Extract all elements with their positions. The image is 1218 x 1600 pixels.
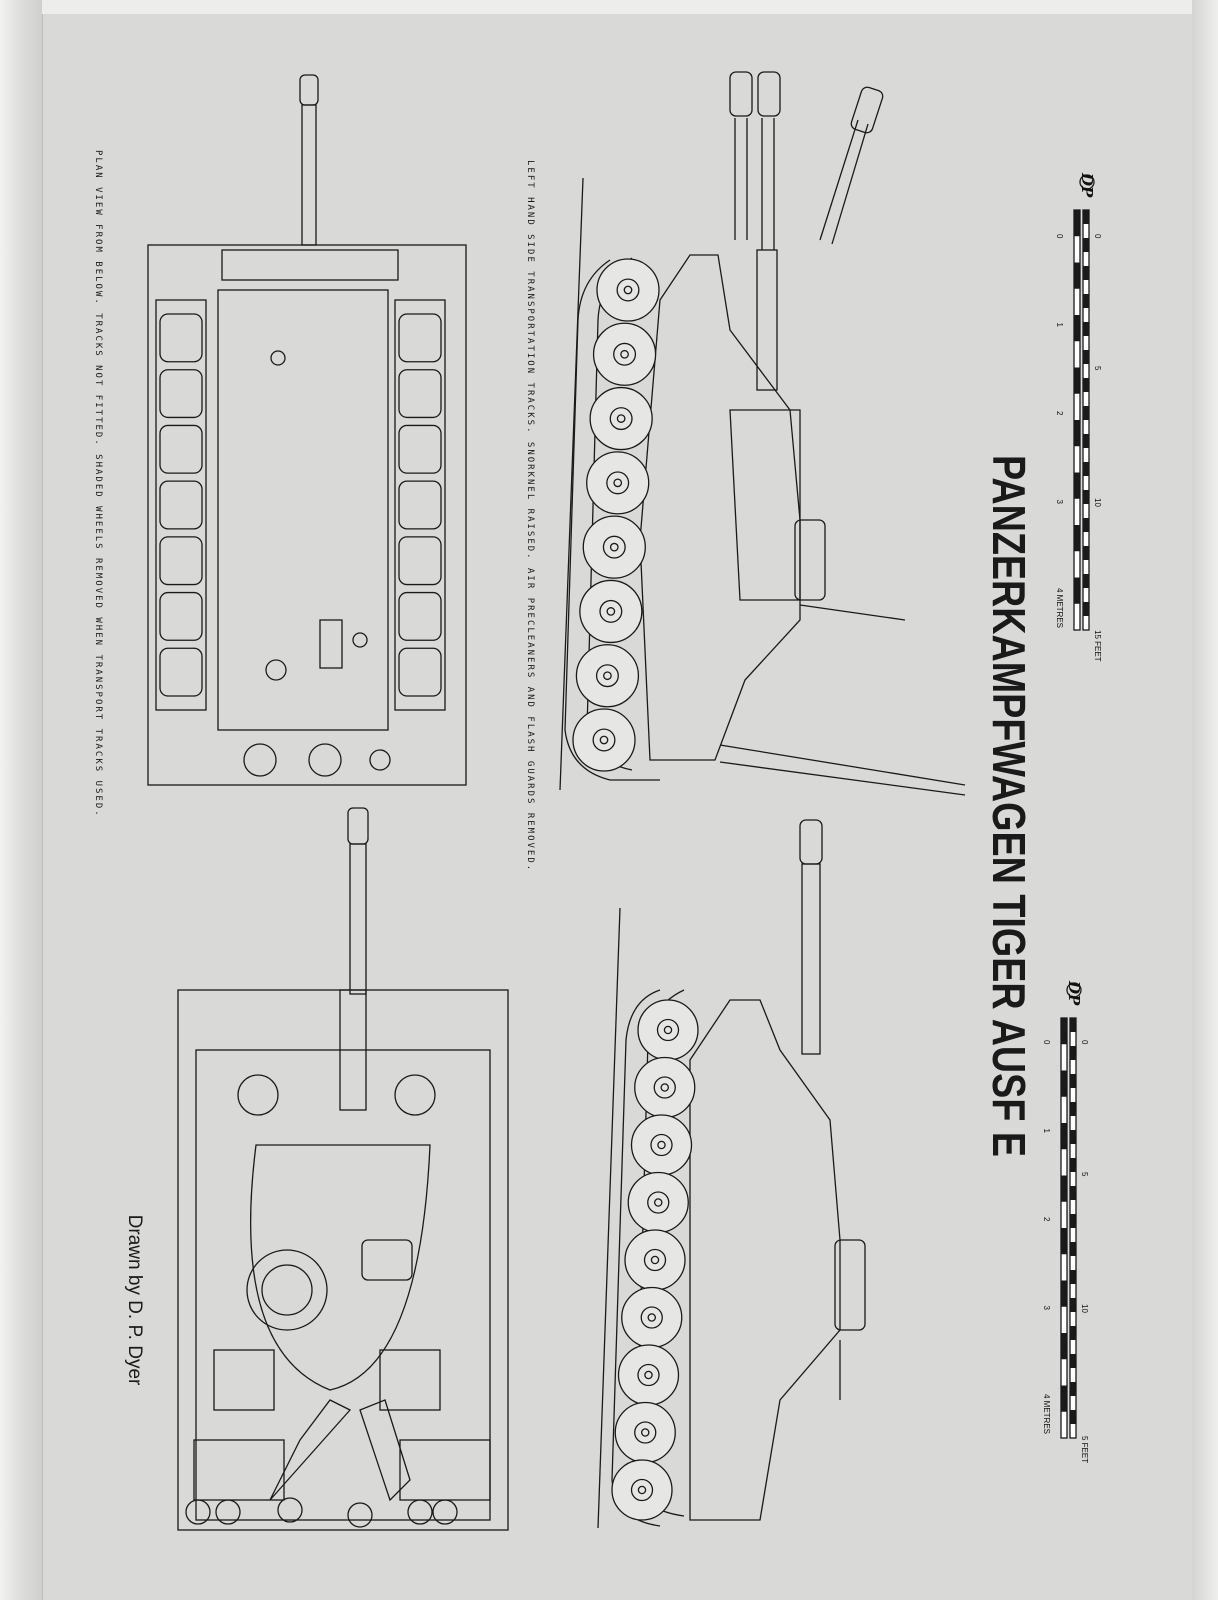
page-top-edge [42, 0, 1192, 14]
rear-disc [432, 1499, 458, 1525]
road-wheel [611, 1459, 673, 1521]
rear-disc [277, 1497, 303, 1523]
page-right-edge [1192, 0, 1218, 1600]
road-wheel [630, 1114, 693, 1176]
dp-logo-lower [1066, 982, 1082, 998]
scale-check [1083, 378, 1089, 392]
scale-check [1070, 1298, 1076, 1312]
scale-check [1074, 525, 1080, 552]
scale-check [1061, 1070, 1067, 1097]
scale-check [1074, 367, 1080, 394]
shaded-wheel [398, 647, 442, 697]
scale-check [1083, 322, 1089, 336]
shaded-wheel [159, 591, 203, 641]
scale-check [1070, 1270, 1076, 1284]
scale-check [1083, 210, 1089, 224]
shaded-wheel [159, 313, 203, 363]
shaded-wheel [398, 591, 442, 641]
shaded-wheel [159, 647, 203, 697]
plan-view-top [177, 807, 509, 1531]
scale-check [1083, 238, 1089, 252]
scale-check [1070, 1102, 1076, 1116]
scale-check [1061, 1123, 1067, 1150]
shaded-wheel [398, 536, 442, 586]
plan-view-below [147, 74, 467, 786]
scale-check [1070, 1242, 1076, 1256]
shaded-wheel [398, 369, 442, 419]
scale-check [1083, 546, 1089, 560]
scale-check [1083, 350, 1089, 364]
scale-check [1074, 472, 1080, 499]
scale-check [1083, 462, 1089, 476]
scale-check [1083, 434, 1089, 448]
shaded-wheel [398, 424, 442, 474]
scale-check [1070, 1186, 1076, 1200]
scale-check [1061, 1385, 1067, 1412]
side-view-transport [559, 71, 966, 796]
scale-check [1074, 315, 1080, 342]
scale-check [1070, 1326, 1076, 1340]
road-wheel [589, 386, 653, 451]
shaded-wheel [398, 480, 442, 530]
scale-check [1061, 1280, 1067, 1307]
page-title: PANZERKAMPFWAGEN TIGER AUSF E [983, 454, 1035, 1158]
dp-logo-upper [1079, 174, 1095, 190]
scale-check [1070, 1410, 1076, 1424]
rear-disc [215, 1499, 241, 1525]
rear-disc [407, 1499, 433, 1525]
scale-check [1074, 577, 1080, 604]
shaded-wheel [398, 313, 442, 363]
shaded-wheel [159, 369, 203, 419]
scale-check [1070, 1214, 1076, 1228]
scale-check [1070, 1074, 1076, 1088]
scale-check [1061, 1333, 1067, 1360]
scale-check [1070, 1158, 1076, 1172]
road-wheel [596, 258, 660, 322]
road-wheel [579, 579, 643, 644]
shaded-wheel [159, 424, 203, 474]
road-wheel [575, 644, 640, 708]
road-wheel [637, 999, 699, 1061]
road-wheel [624, 1229, 686, 1291]
scale-check [1070, 1382, 1076, 1396]
scale-check [1074, 420, 1080, 447]
scale-bar-lower [1060, 1017, 1077, 1439]
plan-view-caption: PLAN VIEW FROM BELOW. TRACKS NOT FITTED.… [93, 150, 103, 818]
scale-check [1061, 1018, 1067, 1045]
road-wheel [572, 708, 636, 772]
drawing-credit: Drawn by D. P. Dyer [124, 1214, 145, 1386]
side-view-caption: LEFT HAND SIDE TRANSPORTATION TRACKS. SN… [525, 160, 535, 873]
rear-disc [347, 1502, 373, 1528]
shaded-wheel [159, 536, 203, 586]
scale-check [1070, 1354, 1076, 1368]
scale-check [1070, 1046, 1076, 1060]
road-wheel [627, 1171, 689, 1234]
road-wheel [586, 451, 650, 515]
scale-check [1074, 210, 1080, 237]
scale-bar-upper [1073, 209, 1090, 631]
scale-check [1074, 262, 1080, 289]
book-spine-shadow [0, 0, 43, 1600]
scale-check [1061, 1228, 1067, 1255]
road-wheel [592, 322, 657, 386]
side-view-combat [597, 819, 866, 1529]
scale-check [1070, 1018, 1076, 1032]
scale-check [1083, 602, 1089, 616]
road-wheel [634, 1056, 696, 1119]
road-wheel [582, 515, 646, 579]
scale-check [1061, 1175, 1067, 1202]
shaded-wheel [159, 480, 203, 530]
scale-check [1083, 574, 1089, 588]
scale-check [1083, 518, 1089, 532]
scale-check [1083, 294, 1089, 308]
scale-check [1070, 1130, 1076, 1144]
rear-disc [185, 1499, 211, 1525]
road-wheel [614, 1401, 676, 1464]
scale-check [1083, 406, 1089, 420]
road-wheel [617, 1344, 680, 1406]
scale-check [1083, 490, 1089, 504]
road-wheel [621, 1286, 683, 1349]
scale-check [1083, 266, 1089, 280]
